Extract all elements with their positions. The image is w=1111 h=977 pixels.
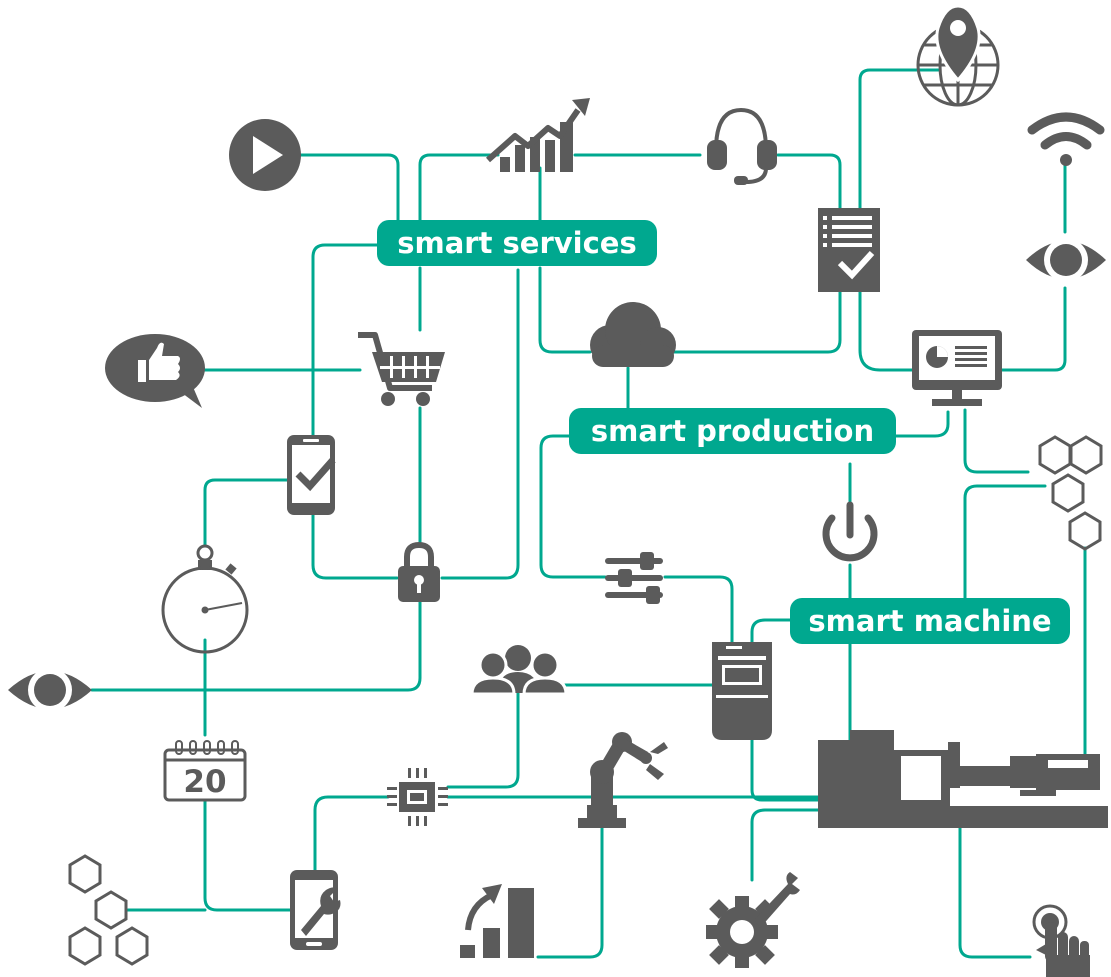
calendar-icon: [163, 740, 247, 802]
team-icon: [470, 645, 568, 696]
power-icon: [822, 501, 878, 562]
touch-hand-icon: [1032, 904, 1090, 977]
hexagon-cluster-icon: [68, 854, 149, 966]
chip-icon: [387, 768, 448, 826]
sliders-icon: [605, 552, 663, 604]
headset-icon: [707, 107, 777, 185]
phone-wrench-icon: [290, 870, 341, 950]
smart-machine-label: smart machine: [790, 598, 1070, 644]
location-globe-icon: [916, 4, 1000, 107]
play-icon: [229, 119, 301, 191]
padlock-icon: [398, 541, 440, 602]
hexagon-cluster-icon: [1038, 435, 1103, 551]
shopping-cart-icon: [358, 332, 445, 406]
cloud-icon: [590, 302, 676, 367]
stopwatch-icon: [161, 544, 249, 654]
growth-bars-icon: [460, 884, 534, 958]
machine-controller-icon: [712, 642, 772, 740]
robot-arm-icon: [578, 732, 668, 828]
monitor-chart-icon: [912, 330, 1002, 406]
gear-wrench-icon: [706, 872, 800, 968]
eye-icon: [1026, 238, 1106, 282]
smart-production-label: smart production: [569, 408, 896, 454]
thumbs-up-bubble-icon: [105, 334, 205, 408]
wifi-icon: [1027, 112, 1105, 166]
injection-molding-machine-icon: [818, 730, 1108, 828]
growth-chart-icon: [486, 98, 590, 172]
connection-lines: [90, 68, 1087, 959]
phone-check-icon: [287, 435, 336, 515]
eye-icon: [8, 668, 92, 712]
smart-services-label: smart services: [377, 220, 657, 266]
checklist-document-icon: [818, 208, 880, 292]
calendar-day-number: 20: [183, 764, 227, 800]
